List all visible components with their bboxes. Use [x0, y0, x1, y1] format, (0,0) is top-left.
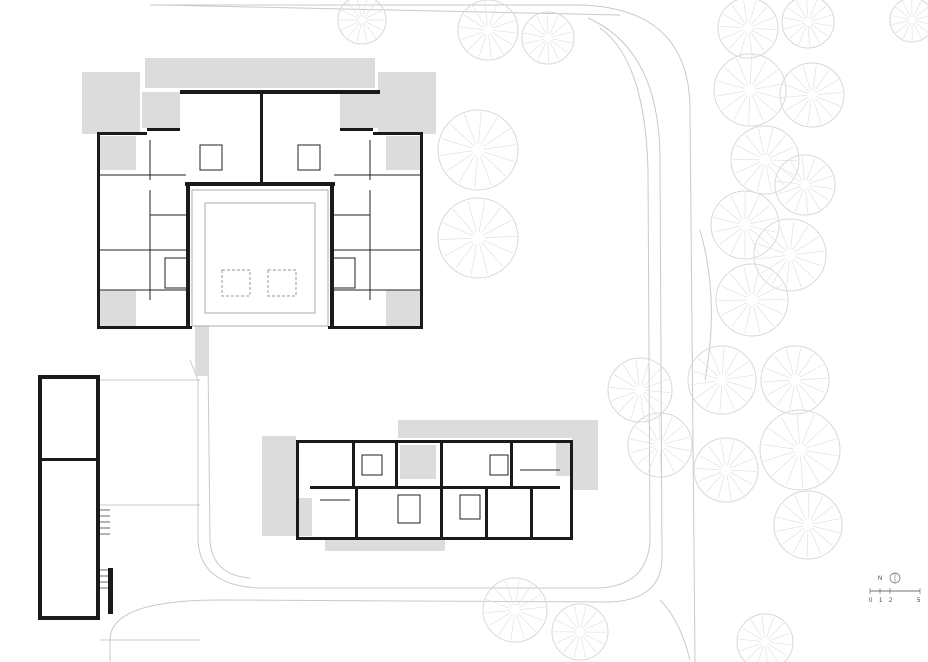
terrace-north [145, 58, 375, 88]
tree-icon [736, 613, 794, 662]
tree-icon [607, 357, 673, 423]
inner-courtyard [191, 189, 329, 327]
west-building [38, 375, 113, 620]
tree-icon [482, 577, 548, 643]
south-partitions [320, 454, 560, 524]
south-building [262, 420, 598, 551]
tree-icon [889, 0, 928, 43]
terrace-west [82, 72, 140, 134]
scale-label-1: 1 [879, 598, 883, 604]
scale-label-0: 0 [869, 598, 873, 604]
tree-icon [779, 62, 845, 128]
tree-icon [693, 437, 759, 503]
tree-icon [715, 263, 789, 337]
tree-icon [713, 53, 787, 127]
tree-icon [760, 345, 830, 415]
tree-icon [437, 197, 519, 279]
site-lines [100, 4, 712, 662]
tree-icon [457, 0, 519, 61]
terrace-southeast [572, 420, 598, 490]
tree-icon [730, 125, 800, 195]
scale-label-5: 5 [917, 598, 921, 604]
tree-icon [627, 412, 693, 478]
tree-icon [774, 154, 836, 216]
scale-bar: 0 1 2 5 [869, 588, 921, 604]
tree-icon [773, 490, 843, 560]
courtyard-planting [221, 269, 297, 297]
tree-icon [521, 11, 575, 65]
tree-icon [759, 409, 841, 491]
trees [337, 0, 928, 662]
tree-icon [437, 109, 519, 191]
tree-icon [717, 0, 779, 59]
tree-icon [551, 603, 609, 661]
interior-partitions [100, 140, 420, 300]
north-arrow: N [878, 572, 901, 584]
tree-icon [687, 345, 757, 415]
north-label: N [878, 576, 882, 582]
tree-icon [337, 0, 387, 45]
courtyard-building [82, 58, 436, 376]
tree-icon [710, 190, 780, 260]
scale-label-2: 2 [889, 598, 893, 604]
tree-icon [753, 218, 827, 292]
tree-icon [781, 0, 835, 49]
terrace-southwest [262, 436, 296, 536]
terrace-east [378, 72, 436, 134]
